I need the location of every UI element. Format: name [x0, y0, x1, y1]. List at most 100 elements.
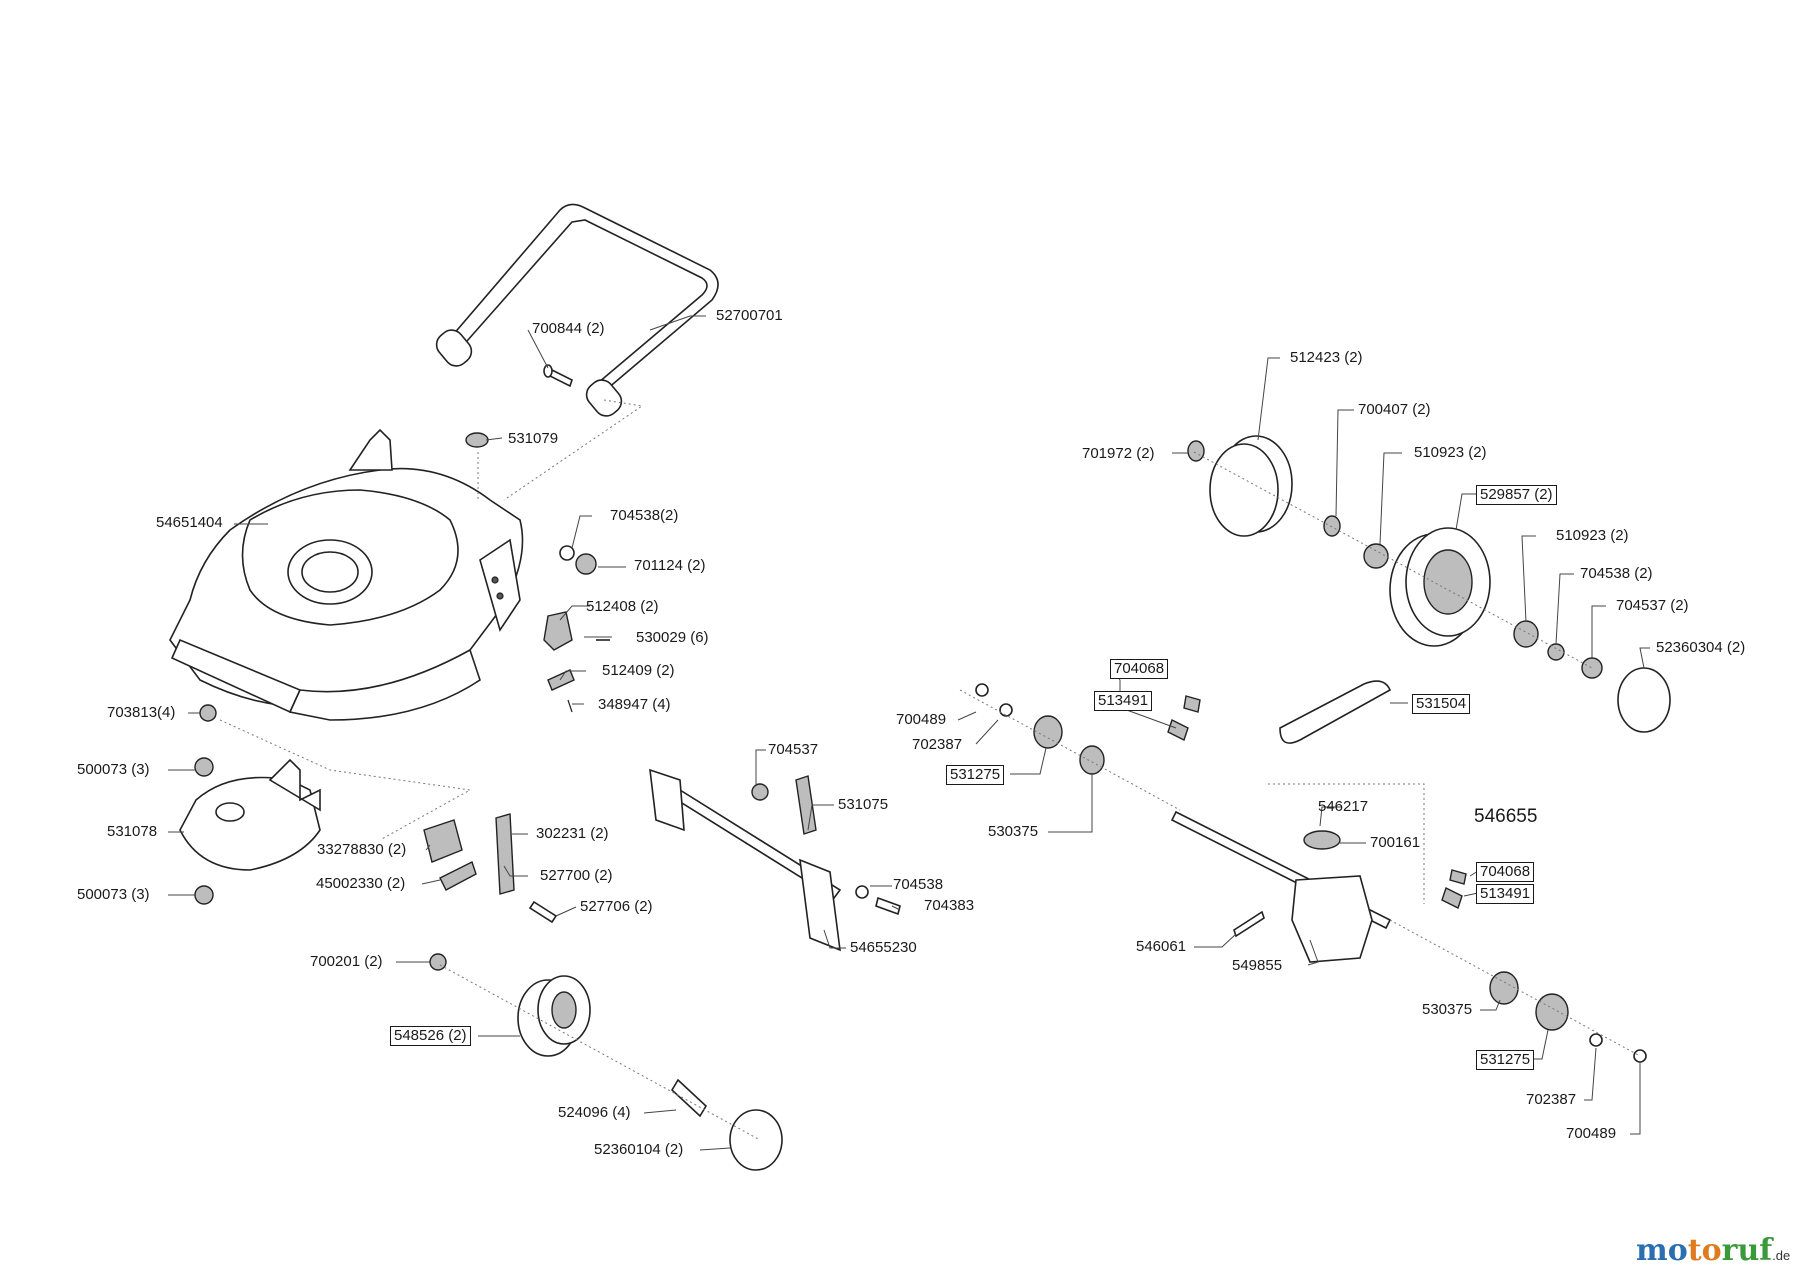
label-lever-bolt: 527706 (2) — [580, 898, 653, 915]
assembly-path — [219, 719, 472, 841]
label-drive-assembly: 546655 — [1474, 806, 1538, 827]
right-washer-drawing — [1589, 1033, 1603, 1047]
left-clutch-drawing — [1079, 745, 1105, 775]
rear-hub-cap-drawing — [1617, 667, 1671, 733]
label-handle: 52700701 — [716, 307, 783, 324]
label-rear-wheel: 529857 (2) — [1476, 485, 1557, 505]
label-rear-washer: 704538 (2) — [1580, 565, 1653, 582]
axle-bolt-drawing — [875, 896, 901, 916]
label-axle-nut: 704537 — [768, 741, 819, 758]
left-pinion-drawing — [1033, 715, 1063, 749]
label-wheel-bolt: 524096 (4) — [558, 1104, 631, 1121]
front-bearing-drawing — [429, 953, 447, 971]
mower-deck-drawing — [169, 428, 524, 721]
label-handle-bolt: 700844 (2) — [532, 320, 605, 337]
left-key-drawing — [1183, 695, 1201, 713]
label-lever: 302231 (2) — [536, 825, 609, 842]
front-hub-cap-drawing — [729, 1109, 783, 1171]
label-pulley: 546217 — [1318, 798, 1369, 815]
label-right-washer: 702387 — [1526, 1091, 1577, 1108]
left-washer-drawing — [999, 703, 1013, 717]
washer-drawing — [559, 545, 575, 561]
front-wheel-drawing — [517, 975, 591, 1057]
label-front-axle: 54655230 — [850, 939, 917, 956]
right-clutch-drawing — [1489, 971, 1519, 1005]
bracket-drawing — [543, 611, 573, 651]
wheel-bolt-drawing — [670, 1078, 708, 1118]
logo-part-3: ruf — [1721, 1233, 1773, 1268]
logo-tld: .de — [1772, 1248, 1791, 1263]
grommet-drawing — [465, 432, 489, 448]
assembly-path — [1268, 783, 1425, 904]
height-plate-drawing — [423, 819, 463, 863]
cable-drawing — [1233, 910, 1265, 938]
label-screw-b: 348947 (4) — [598, 696, 671, 713]
front-axle-drawing — [649, 768, 842, 952]
label-axle-washer: 704538 — [893, 876, 944, 893]
label-rear-nut: 704537 (2) — [1616, 597, 1689, 614]
logo-part-1: mo — [1636, 1233, 1688, 1268]
label-left-washer: 702387 — [912, 736, 963, 753]
motoruf-logo[interactable]: motoruf.de — [1636, 1233, 1790, 1268]
label-left-pinion: 531275 — [946, 765, 1005, 785]
label-front-hub-cap: 52360104 (2) — [594, 1141, 684, 1158]
label-left-key: 704068 — [1110, 659, 1169, 679]
assembly-path — [959, 689, 1181, 811]
left-clip-drawing — [975, 683, 989, 697]
rear-washer-drawing — [1547, 643, 1565, 661]
label-left-spring: 513491 — [1094, 691, 1153, 711]
right-pinion-drawing — [1535, 993, 1569, 1031]
right-clip-drawing — [1633, 1049, 1647, 1063]
label-front-wheel: 548526 (2) — [390, 1026, 471, 1046]
rear-nut-drawing — [1581, 657, 1603, 679]
assembly-path — [1193, 451, 1593, 669]
axle-nut-drawing — [751, 783, 769, 801]
belt-drawing — [1279, 680, 1392, 744]
label-height-clip: 45002330 (2) — [316, 875, 406, 892]
gearbox-drawing — [1291, 830, 1373, 963]
label-screw-a: 530029 (6) — [636, 629, 709, 646]
label-cover-washer: 701972 (2) — [1082, 445, 1155, 462]
label-wheel-cover: 512423 (2) — [1290, 349, 1363, 366]
lever-bolt-drawing — [528, 900, 558, 924]
label-rear-hub-cap: 52360304 (2) — [1656, 639, 1746, 656]
label-cable: 546061 — [1136, 938, 1187, 955]
left-spring-drawing — [1167, 719, 1189, 741]
bracket-b-drawing — [547, 669, 575, 691]
bushing-drawing — [1323, 515, 1341, 537]
nut-bottom-drawing — [194, 885, 214, 905]
label-left-clip: 700489 — [896, 711, 947, 728]
right-spring-drawing — [1441, 887, 1463, 909]
label-right-key: 704068 — [1476, 862, 1535, 882]
nut-drawing — [575, 553, 597, 575]
label-spacer-outer: 510923 (2) — [1556, 527, 1629, 544]
lever-drawing — [495, 813, 515, 895]
height-clip-drawing — [439, 861, 477, 891]
handle-bolt-drawing — [543, 364, 573, 388]
label-right-clutch: 530375 — [1422, 1001, 1473, 1018]
deck-nut-drawing — [199, 704, 217, 722]
label-axle-lever: 531075 — [838, 796, 889, 813]
chute-drawing — [179, 758, 321, 871]
label-deck: 54651404 — [156, 514, 223, 531]
label-pin: 700161 — [1370, 834, 1421, 851]
cover-washer-drawing — [1187, 440, 1205, 462]
label-belt: 531504 — [1412, 694, 1471, 714]
label-left-clutch: 530375 — [988, 823, 1039, 840]
rear-wheel-drawing — [1389, 527, 1491, 647]
label-nut-a: 701124 (2) — [634, 557, 706, 574]
axle-lever-drawing — [795, 775, 817, 835]
label-nut-bottom: 500073 (3) — [77, 886, 150, 903]
label-bracket-a: 512408 (2) — [586, 598, 659, 615]
assembly-path — [439, 964, 761, 1141]
leader-lines — [168, 315, 1650, 1151]
label-bracket-b: 512409 (2) — [602, 662, 675, 679]
screw-b-drawing — [567, 699, 573, 713]
label-bushing: 700407 (2) — [1358, 401, 1431, 418]
label-lever-spring: 527700 (2) — [540, 867, 613, 884]
assembly-path — [503, 399, 644, 501]
axle-washer-drawing — [855, 885, 869, 899]
label-axle-bolt: 704383 — [924, 897, 975, 914]
label-deck-nut: 703813(4) — [107, 704, 176, 721]
